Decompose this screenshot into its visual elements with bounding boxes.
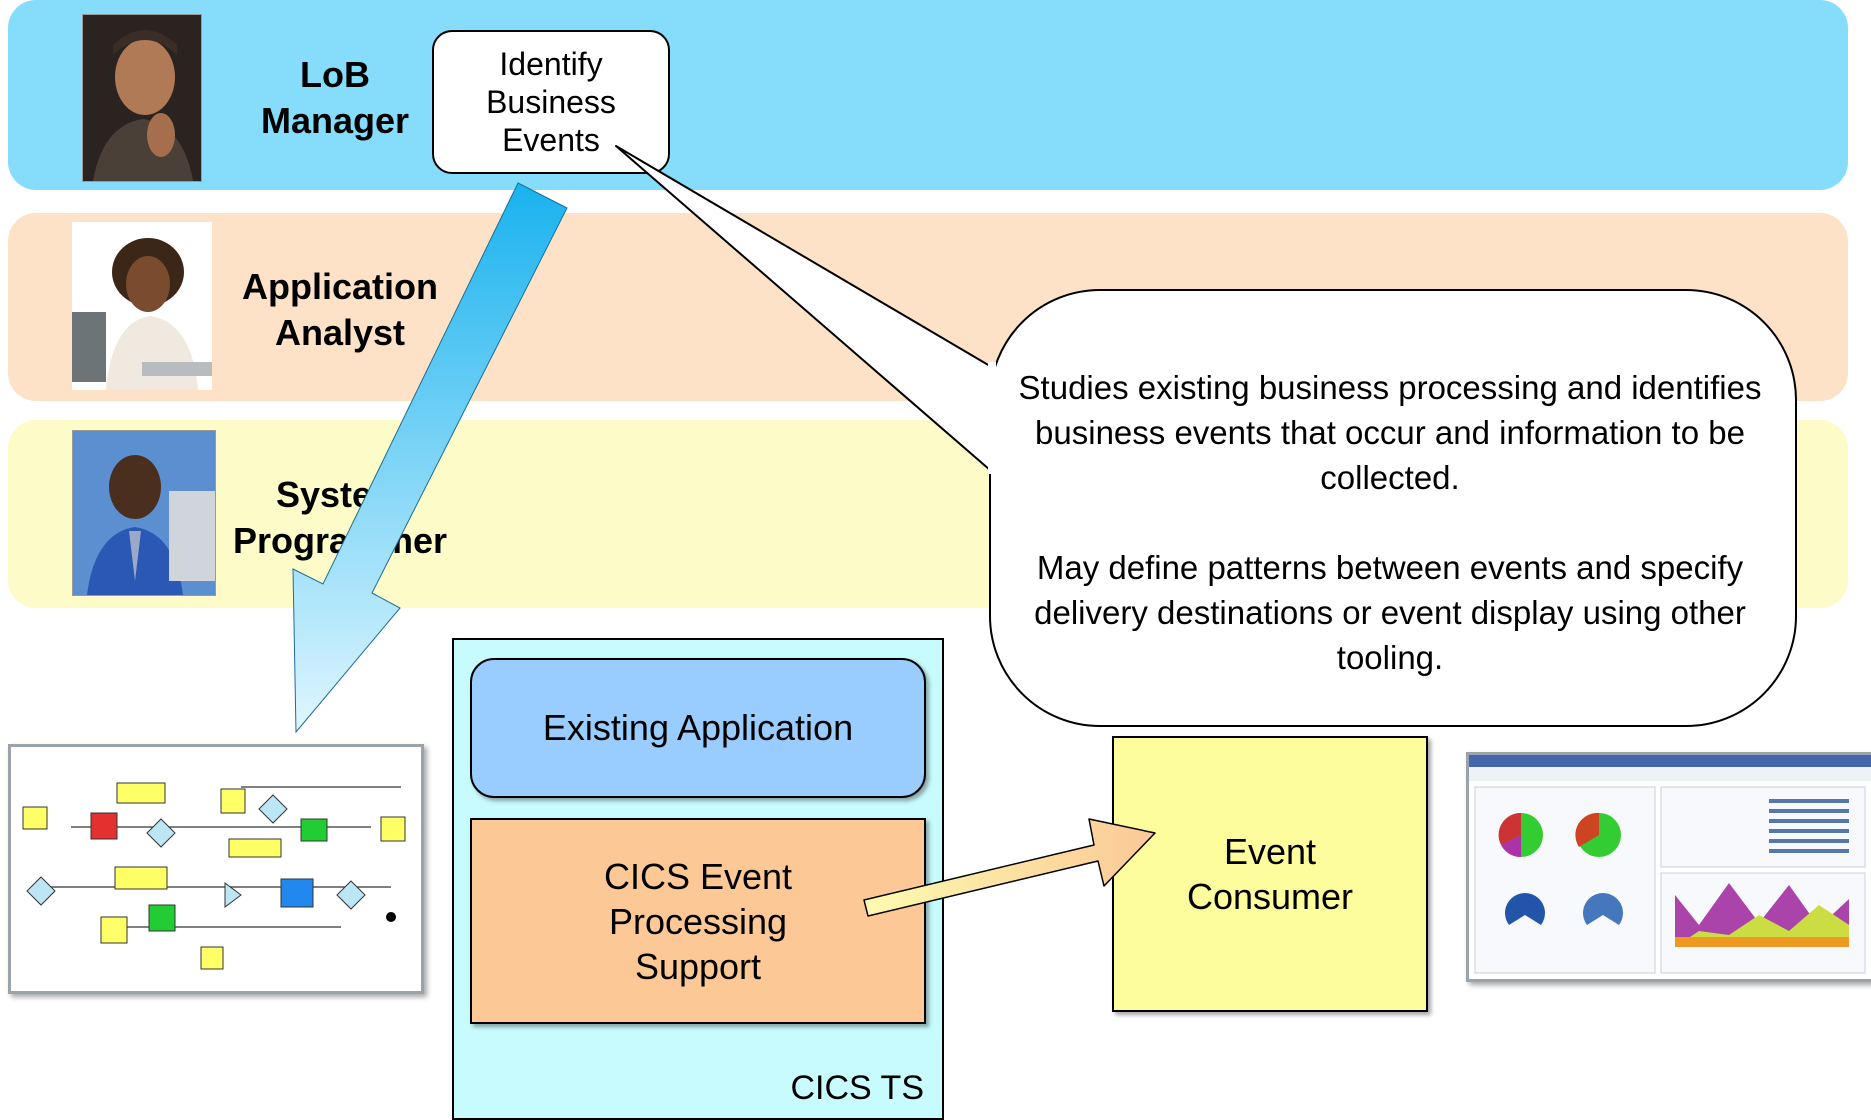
lob-manager-photo [82,14,202,182]
event-flow-arrow [863,818,1156,917]
identify-business-events-box: Identify Business Events [432,30,670,174]
lob-manager-lane [8,0,1848,190]
callout-text: Studies existing business processing and… [1000,365,1780,680]
cics-event-processing-support-box: CICS Event Processing Support [470,818,926,1024]
callout-bubble [989,289,1797,727]
callout-pointer [615,145,991,471]
event-consumer-box: Event Consumer [1112,736,1428,1012]
callout-paragraph-1: Studies existing business processing and… [1018,369,1762,496]
event-dashboard-thumbnail [1466,752,1871,982]
analysis-flow-arrow [292,182,568,734]
callout-paragraph-2: May define patterns between events and s… [1034,549,1746,676]
system-programmer-photo [72,430,216,596]
cics-ts-label: CICS TS [790,1069,924,1107]
business-process-diagram-thumbnail [8,744,424,994]
existing-application-box: Existing Application [470,658,926,798]
application-analyst-photo [72,222,212,390]
